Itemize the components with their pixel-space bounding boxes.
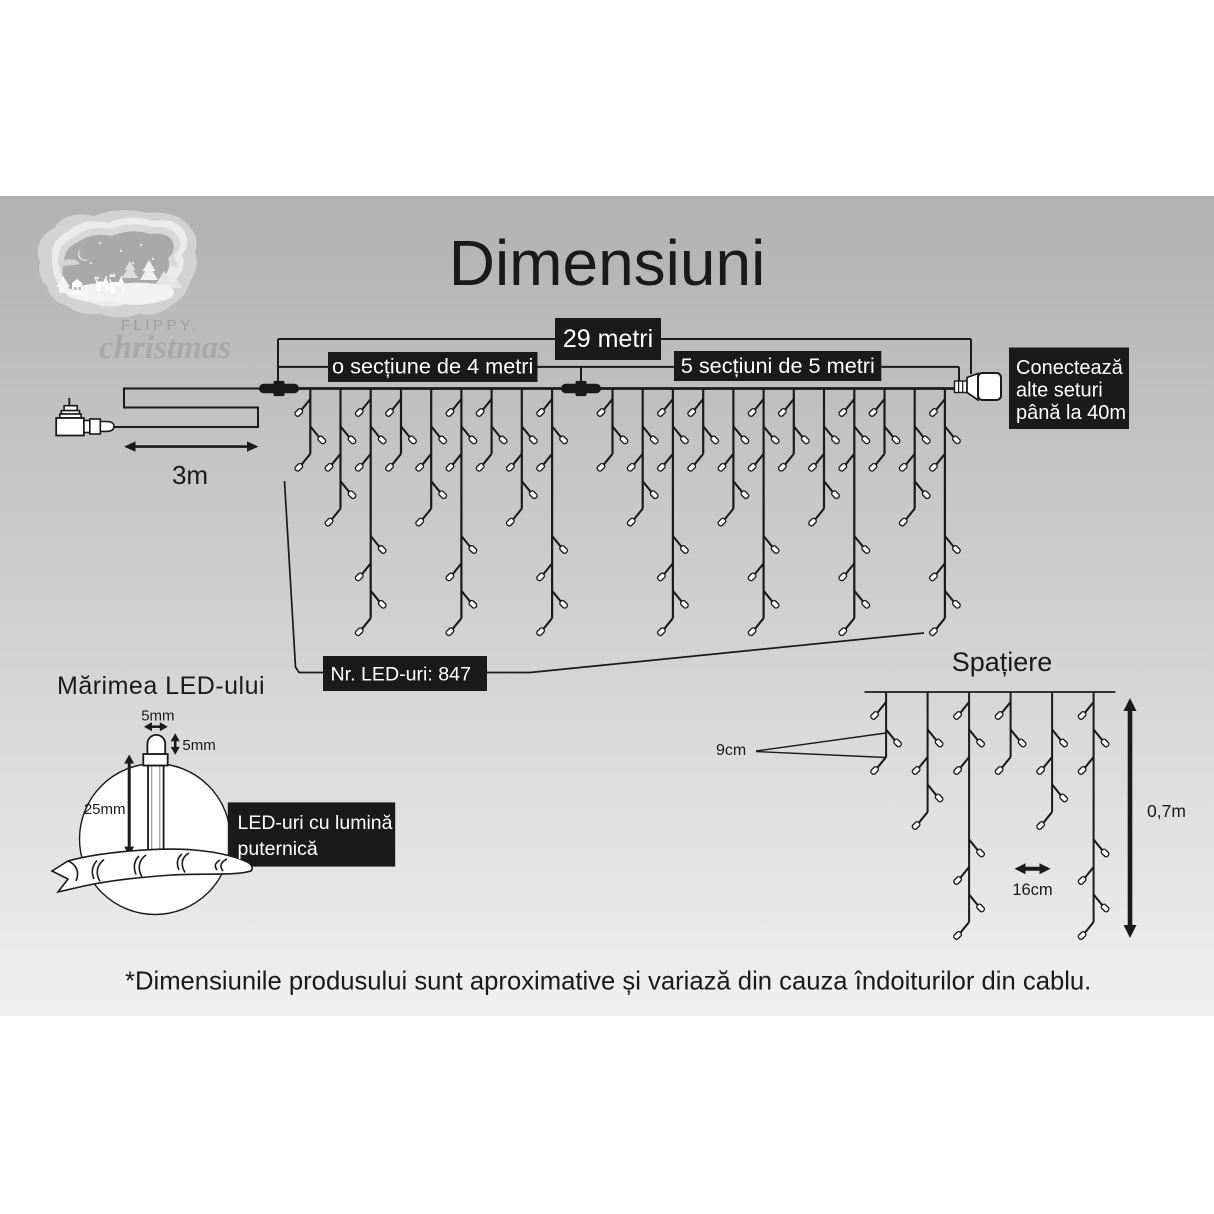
svg-text:puternică: puternică <box>238 838 318 860</box>
svg-text:25mm: 25mm <box>84 801 126 818</box>
svg-text:până la 40m: până la 40m <box>1016 402 1126 424</box>
svg-text:Mărimea LED-ului: Mărimea LED-ului <box>57 672 265 700</box>
svg-text:0,7m: 0,7m <box>1147 801 1186 821</box>
svg-text:*Dimensiunile produsului sunt: *Dimensiunile produsului sunt aproximati… <box>125 968 1091 996</box>
svg-text:christmas: christmas <box>99 330 231 366</box>
svg-text:29 metri: 29 metri <box>563 325 653 353</box>
svg-text:9cm: 9cm <box>716 742 746 759</box>
svg-text:LED-uri cu lumină: LED-uri cu lumină <box>238 812 393 834</box>
svg-text:alte seturi: alte seturi <box>1016 380 1103 402</box>
svg-text:16cm: 16cm <box>1012 881 1052 899</box>
svg-text:FLIPPY.: FLIPPY. <box>121 317 199 334</box>
svg-text:5mm: 5mm <box>141 708 174 725</box>
svg-text:Spațiere: Spațiere <box>952 647 1053 677</box>
svg-text:5 secțiuni de 5 metri: 5 secțiuni de 5 metri <box>681 353 875 378</box>
svg-text:3m: 3m <box>172 460 208 490</box>
svg-text:5mm: 5mm <box>182 737 215 754</box>
svg-text:Conectează: Conectează <box>1016 357 1124 379</box>
svg-text:o secțiune de 4 metri: o secțiune de 4 metri <box>332 354 533 379</box>
svg-text:Nr. LED-uri: 847: Nr. LED-uri: 847 <box>331 664 471 686</box>
svg-text:Dimensiuni: Dimensiuni <box>449 227 766 299</box>
